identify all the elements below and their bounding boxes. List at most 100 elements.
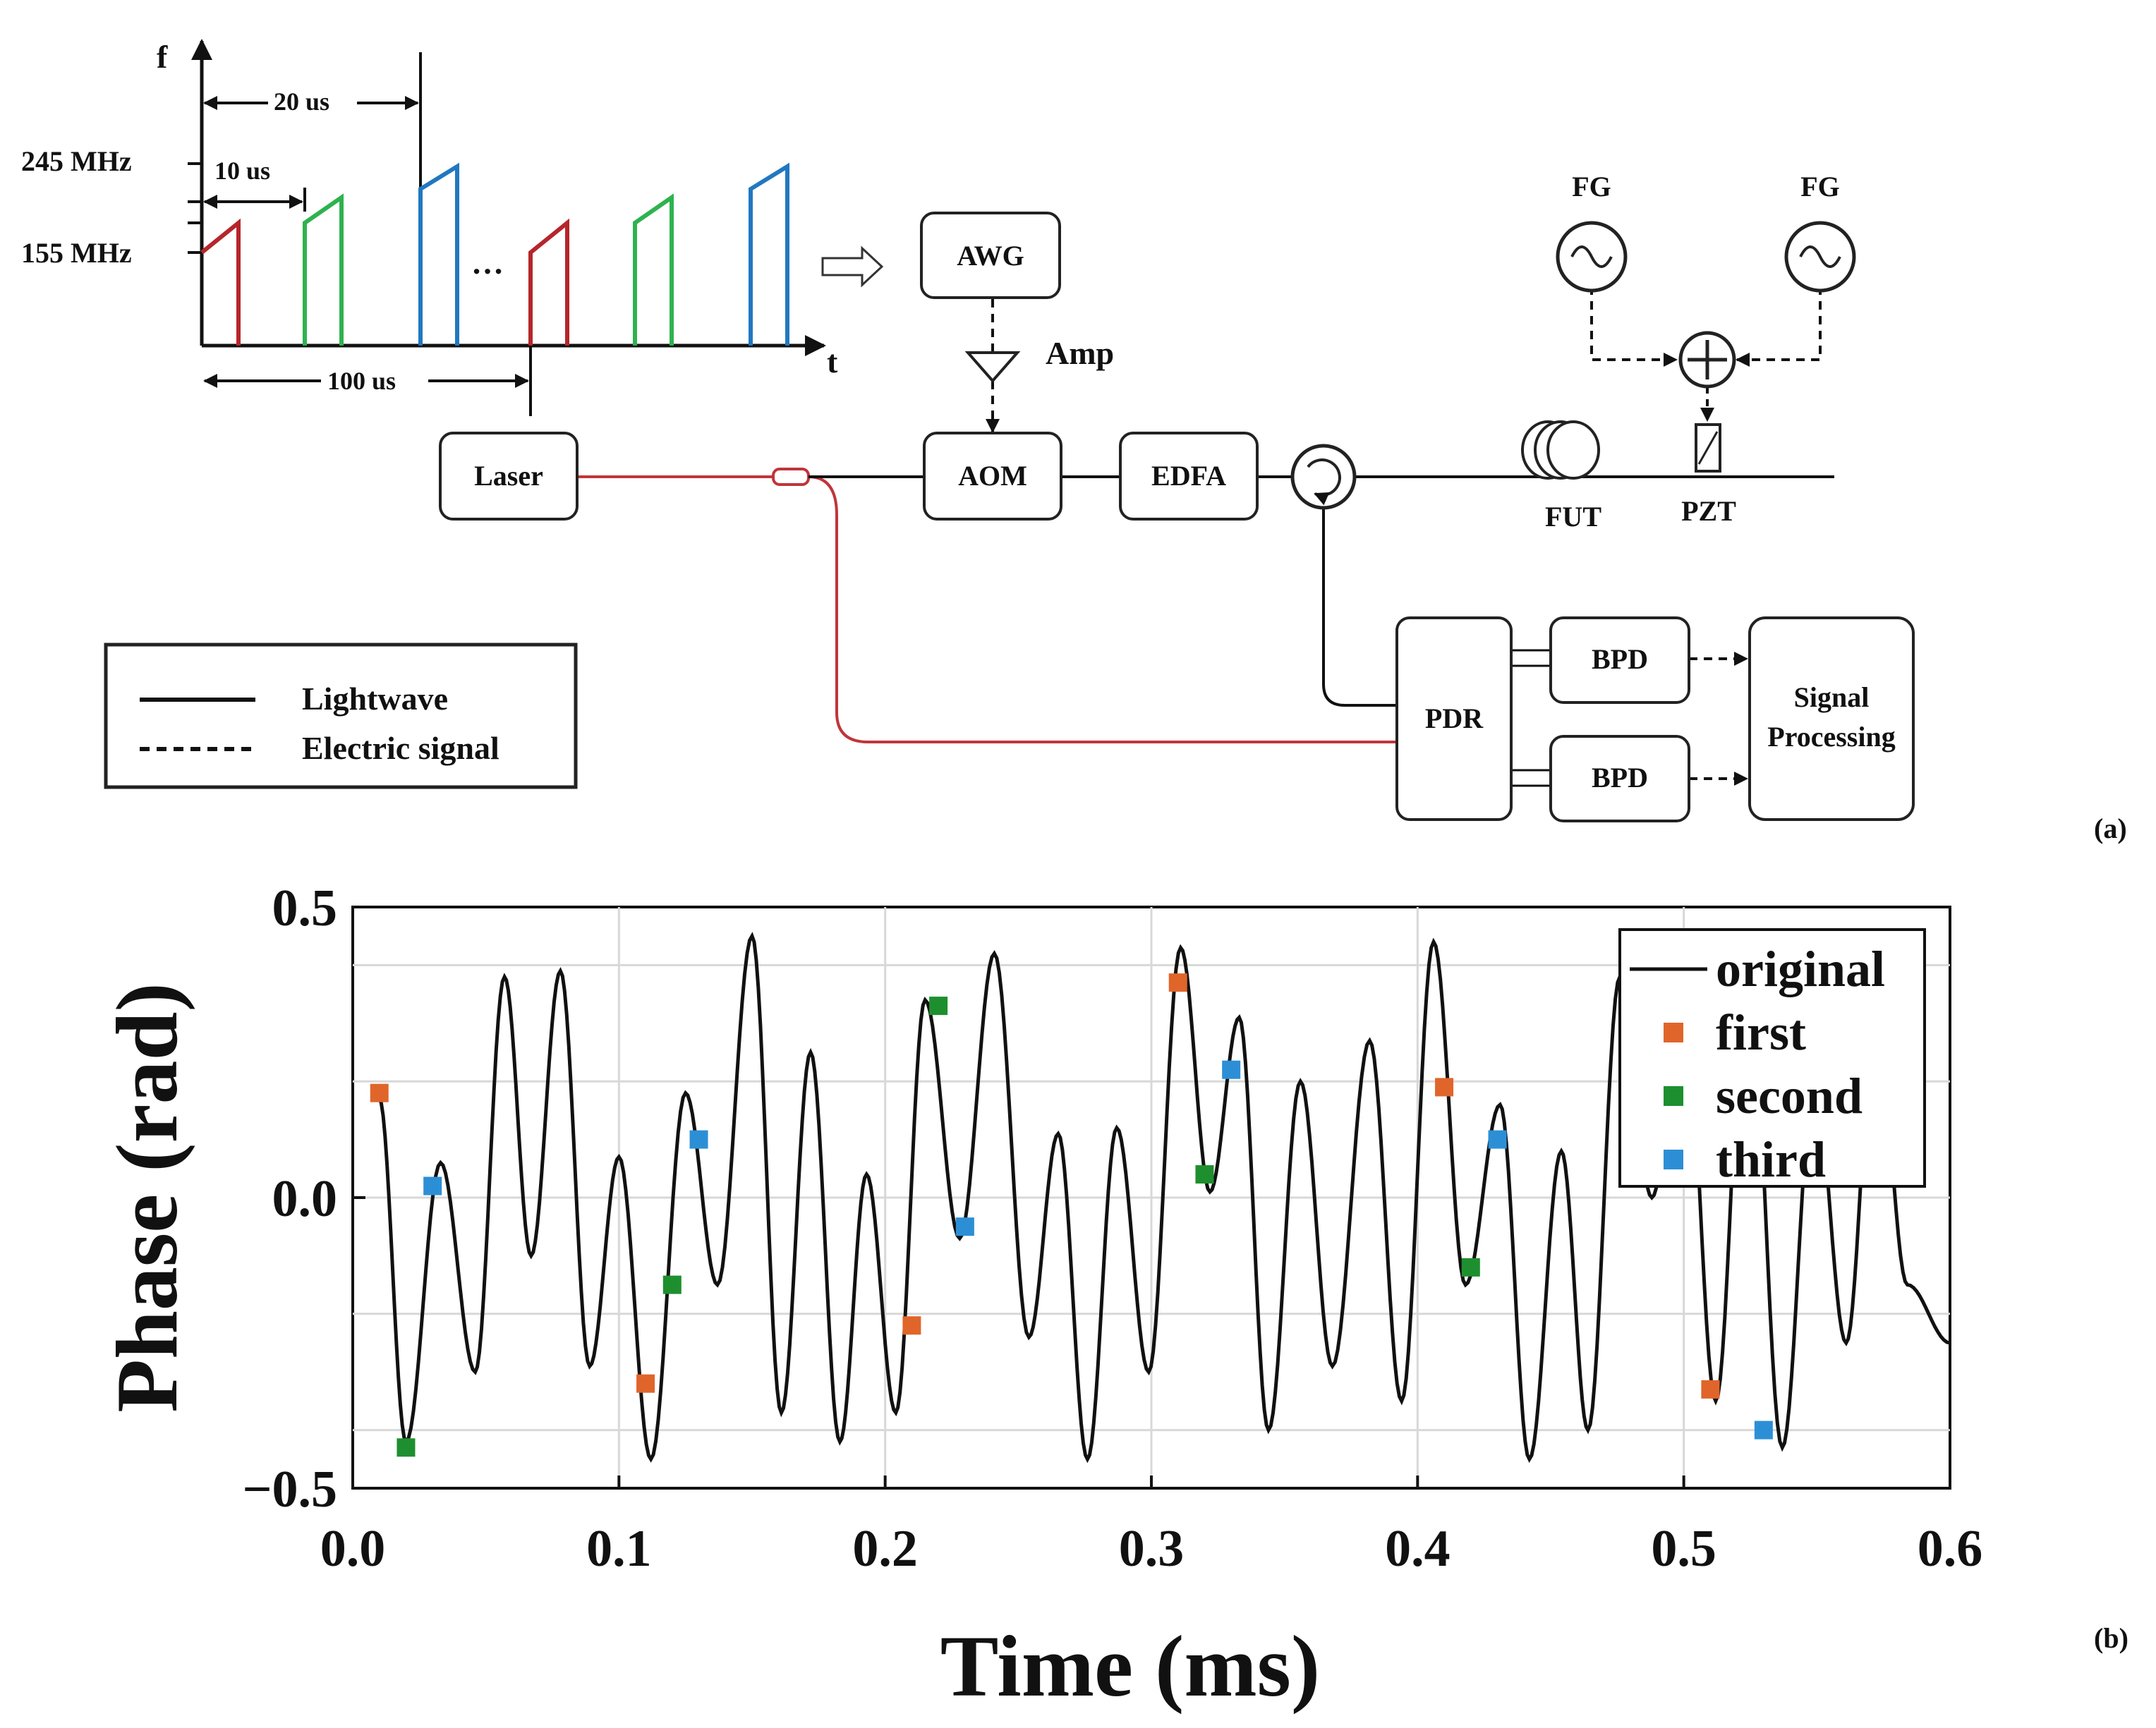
panel-a: f t 245 MHz 155 MHz 20 us 10 us 100 us … — [21, 39, 2127, 844]
marker-third — [1754, 1420, 1773, 1440]
pulse-second-1 — [303, 193, 344, 346]
fut-label: FUT — [1545, 501, 1601, 533]
marker-first — [1701, 1380, 1720, 1399]
legend-swatch-third — [1664, 1150, 1683, 1169]
pulse-third-2 — [749, 162, 789, 346]
svg-text:Amp: Amp — [1046, 335, 1114, 371]
amp-block: Amp — [964, 335, 1114, 384]
bpd2-block: BPD — [1549, 735, 1690, 822]
svg-text:AOM: AOM — [958, 460, 1027, 492]
x-tick-label: 0.6 — [1918, 1520, 1983, 1578]
panel-a-label: (a) — [2094, 813, 2127, 844]
marker-second — [1195, 1165, 1214, 1184]
pzt-label: PZT — [1681, 495, 1736, 527]
marker-third — [1488, 1130, 1507, 1149]
x-tick-label: 0.2 — [852, 1520, 918, 1578]
pulse-third-1 — [418, 162, 459, 346]
legend-label-second: second — [1716, 1068, 1863, 1124]
freq-label-low: 155 MHz — [21, 237, 132, 269]
bpd1-block: BPD — [1549, 616, 1690, 704]
legend-swatch-second — [1664, 1086, 1683, 1106]
marker-first — [636, 1374, 655, 1393]
x-axis-title: Time (ms) — [940, 1618, 1320, 1715]
marker-second — [1461, 1258, 1480, 1277]
x-tick-label: 0.3 — [1119, 1520, 1185, 1578]
marker-second — [662, 1275, 682, 1294]
x-tick-label: 0.1 — [586, 1520, 652, 1578]
y-tick-label: 0.5 — [272, 880, 338, 937]
legend-lightwave-label: Lightwave — [302, 681, 448, 717]
interval-20-label: 20 us — [274, 87, 329, 116]
fg2-label: FG — [1800, 171, 1840, 202]
pulse-f-label: f — [157, 39, 168, 75]
pulse-plot: f t 245 MHz 155 MHz 20 us 10 us 100 us … — [21, 39, 884, 416]
pulse-second-2 — [633, 193, 674, 346]
marker-third — [689, 1130, 708, 1149]
svg-text:Processing: Processing — [1767, 721, 1895, 753]
svg-text:PDR: PDR — [1425, 702, 1484, 734]
awg-block: AWG — [920, 212, 1061, 299]
chart-legend: original first second third — [1618, 928, 1926, 1188]
edfa-block: EDFA — [1119, 432, 1259, 521]
y-tick-label: 0.0 — [272, 1170, 338, 1228]
markers — [370, 973, 1773, 1457]
y-tick-label: −0.5 — [242, 1461, 337, 1519]
line-type-legend: Lightwave Electric signal — [104, 643, 578, 789]
hollow-arrow-icon — [821, 245, 884, 288]
pulse-first-2 — [528, 218, 569, 346]
svg-text:BPD: BPD — [1592, 762, 1648, 793]
legend-label-original: original — [1716, 941, 1885, 997]
marker-second — [929, 997, 948, 1016]
fiber-coil-icon: FUT — [1521, 420, 1601, 533]
marker-first — [1168, 973, 1187, 992]
legend-box — [1618, 928, 1926, 1188]
fg1-block: FG — [1556, 171, 1628, 293]
marker-third — [1222, 1060, 1241, 1079]
marker-first — [902, 1316, 921, 1335]
svg-text:Laser: Laser — [474, 460, 543, 492]
svg-text:Signal: Signal — [1794, 681, 1870, 713]
x-tick-label: 0.0 — [320, 1520, 386, 1578]
amplifier-icon — [964, 351, 1021, 384]
fg2-to-summer — [1736, 286, 1822, 367]
fg1-label: FG — [1572, 171, 1611, 202]
legend-label-first: first — [1716, 1004, 1806, 1061]
circulator-to-pdr — [1322, 509, 1397, 707]
pulse-first-1 — [200, 218, 241, 346]
svg-text:BPD: BPD — [1592, 643, 1648, 675]
aom-block: AOM — [923, 432, 1062, 521]
pulse-t-label: t — [827, 343, 838, 379]
svg-text:EDFA: EDFA — [1151, 460, 1226, 492]
svg-text:AWG: AWG — [957, 240, 1024, 272]
signal-processing-block: Signal Processing — [1748, 616, 1915, 821]
marker-first — [370, 1083, 389, 1102]
pdr-block: PDR — [1395, 616, 1513, 821]
circulator-icon — [1290, 444, 1357, 510]
y-axis-title: Phase (rad) — [99, 982, 195, 1413]
freq-label-high: 245 MHz — [21, 145, 132, 177]
x-tick-label: 0.4 — [1385, 1520, 1451, 1578]
interval-100-label: 100 us — [327, 367, 396, 395]
legend-electric-label: Electric signal — [302, 730, 499, 766]
legend-swatch-first — [1664, 1023, 1683, 1042]
pulse-ellipsis: … — [471, 245, 504, 281]
connections — [577, 286, 1834, 787]
interval-10-label: 10 us — [214, 157, 270, 185]
summer-icon — [1678, 331, 1736, 389]
fg1-to-summer — [1590, 286, 1678, 367]
pzt-icon: PZT — [1681, 423, 1736, 527]
panel-b-label: (b) — [2094, 1622, 2128, 1654]
marker-first — [1435, 1078, 1454, 1097]
coupler-icon — [772, 468, 810, 486]
marker-third — [955, 1217, 974, 1236]
marker-third — [423, 1176, 442, 1195]
fg2-block: FG — [1784, 171, 1856, 293]
legend-label-third: third — [1716, 1131, 1826, 1188]
reference-fiber — [808, 475, 1397, 743]
x-tick-label: 0.5 — [1651, 1520, 1716, 1578]
